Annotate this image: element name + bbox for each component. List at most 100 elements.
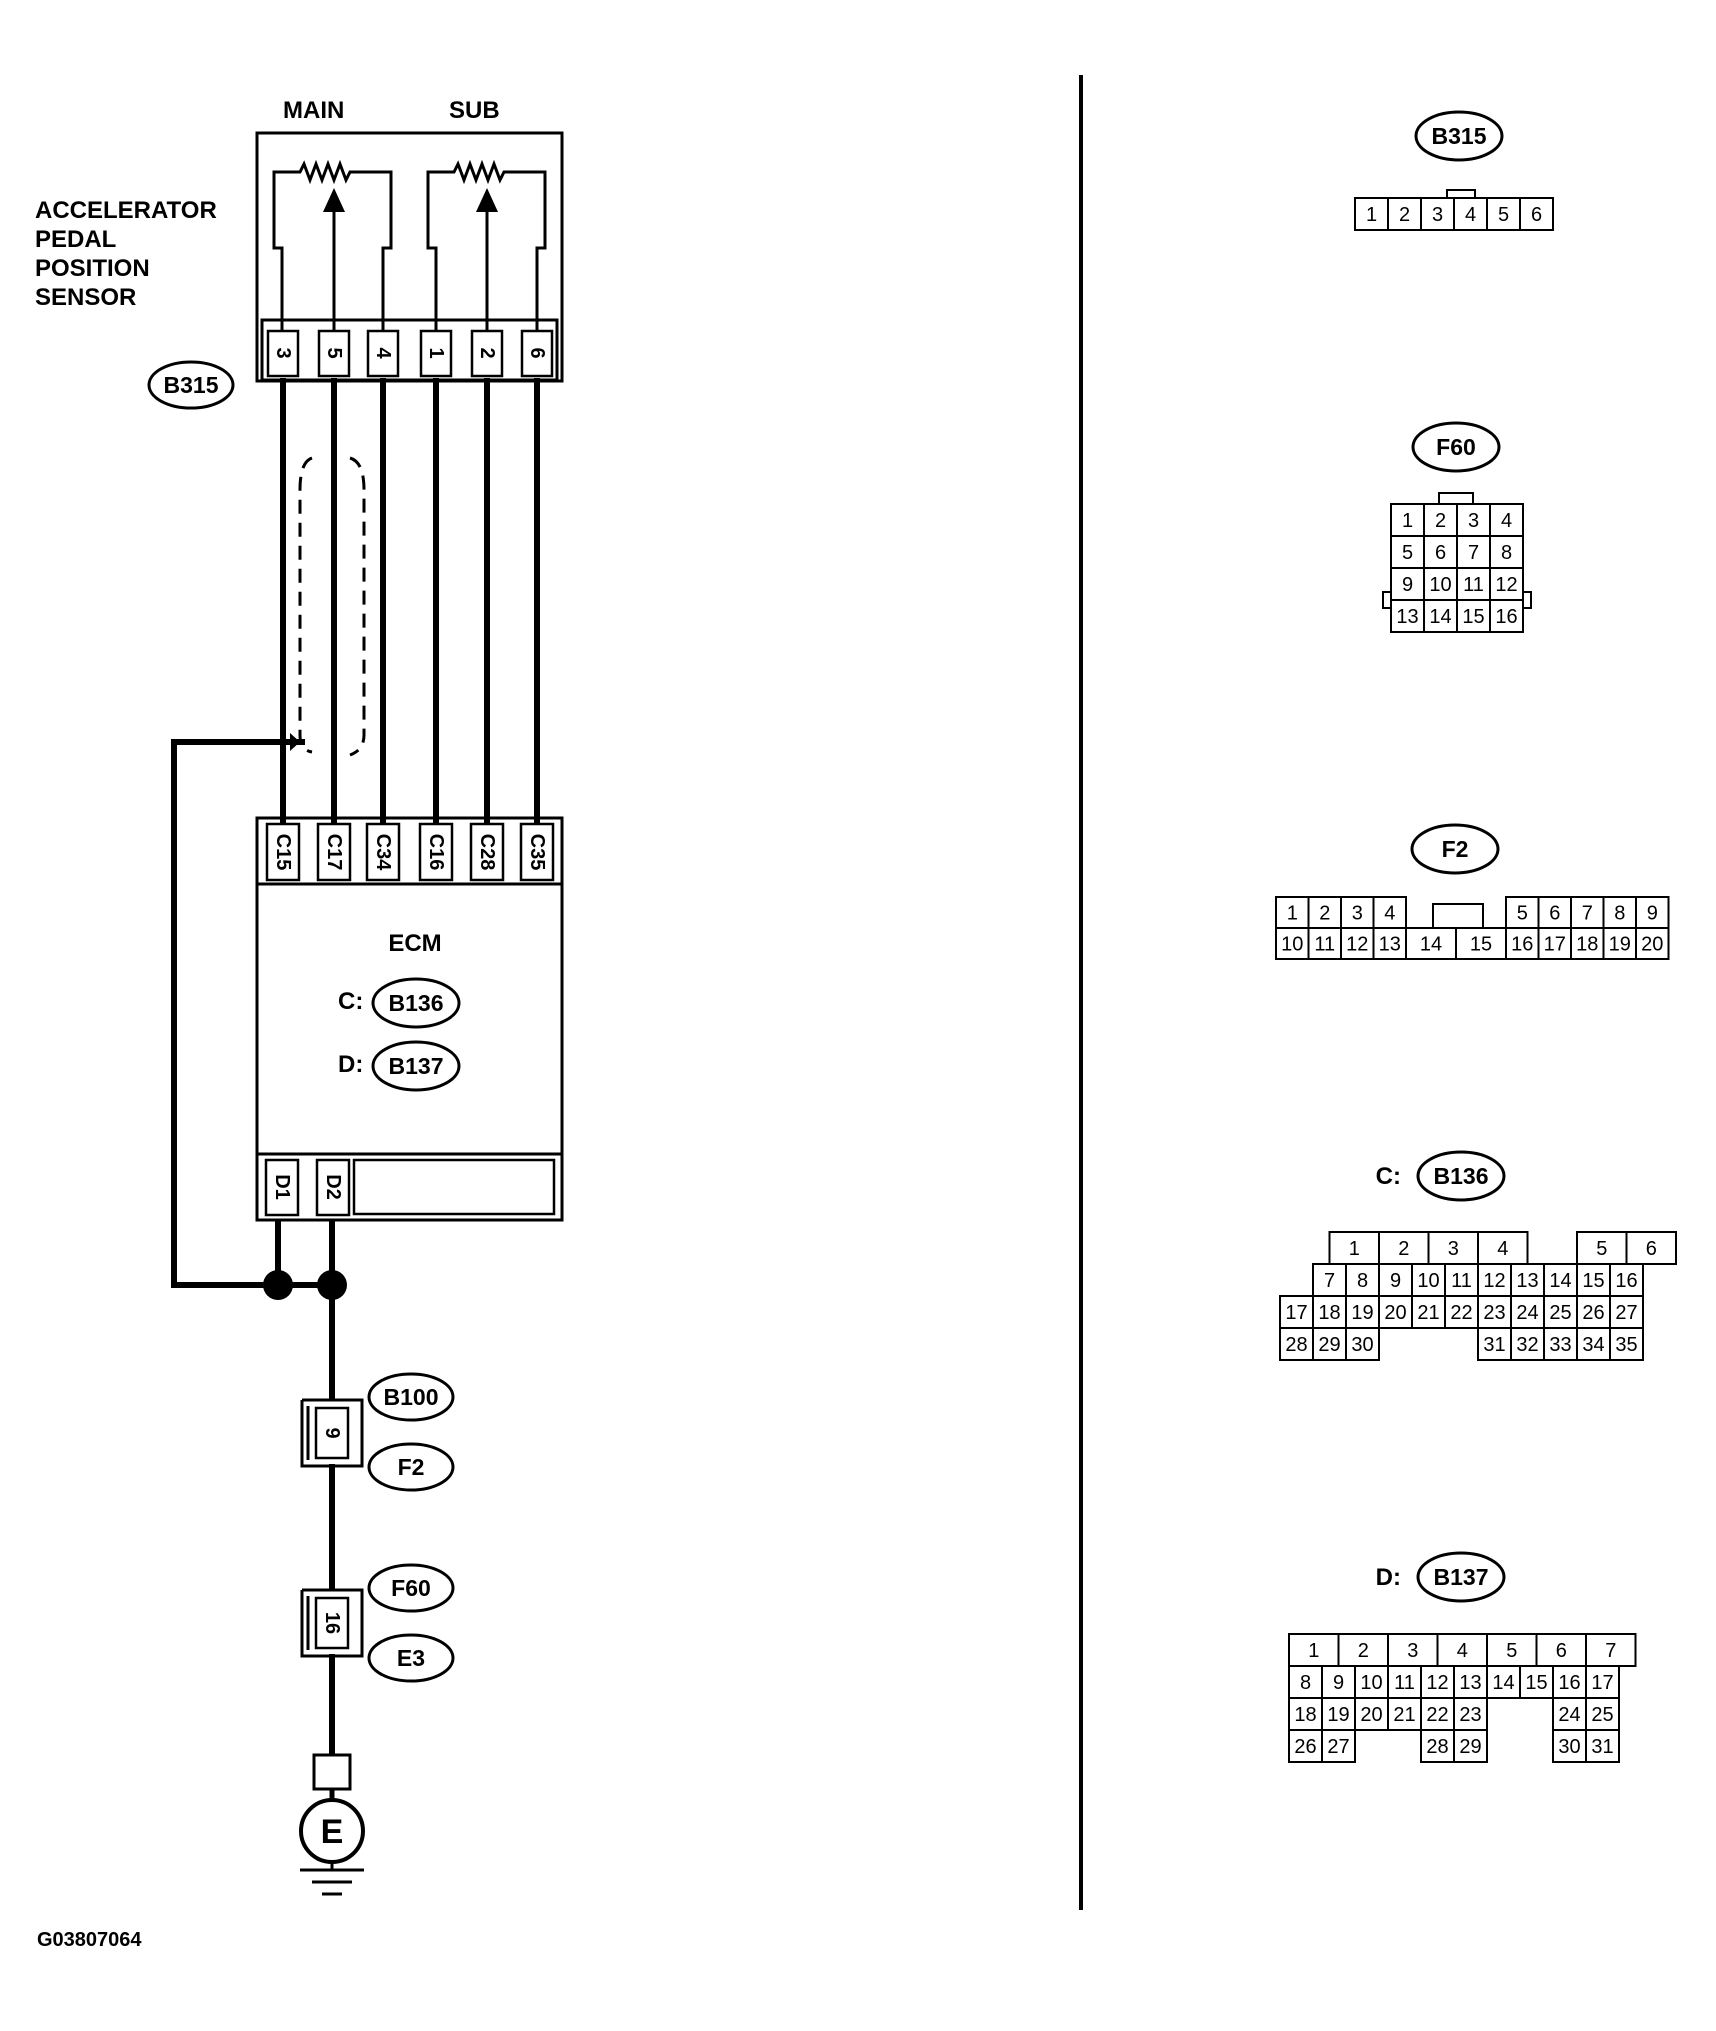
connector-cell	[1321, 1697, 1356, 1731]
connector-cell-label: 34	[1582, 1334, 1604, 1356]
connector-key	[1446, 189, 1476, 199]
connector-cell-label: 13	[1516, 1270, 1538, 1292]
connector-cell-label: 9	[1647, 903, 1658, 925]
connector-cell	[1609, 1327, 1644, 1361]
sensor-pin-strip	[260, 318, 559, 382]
connector-tag-text: F2	[1442, 836, 1469, 862]
connector-cell-label: 10	[1281, 934, 1303, 956]
connector-cell-label: 21	[1393, 1704, 1415, 1726]
connector-cell-label: 4	[1497, 1238, 1508, 1260]
connector-cell-label: 2	[1319, 903, 1330, 925]
connector-cell-label: 25	[1591, 1704, 1613, 1726]
connector-cell-label: 8	[1357, 1270, 1368, 1292]
connector-cell	[1378, 1263, 1413, 1297]
connector-cell-label: 16	[1495, 606, 1517, 628]
connector-cell	[1585, 1697, 1620, 1731]
connector-cell-label: 6	[1531, 204, 1542, 226]
ecm-pin-c16-box	[418, 822, 454, 882]
sub-wiper-arrow	[476, 188, 498, 212]
connector-cell	[1585, 1729, 1620, 1763]
connector-cell	[1510, 1327, 1545, 1361]
connector-cell-label: 16	[1558, 1672, 1580, 1694]
connector-cell-label: 11	[1394, 1672, 1415, 1694]
connector-cell	[1519, 197, 1554, 231]
connector-cell-label: 5	[1498, 204, 1509, 226]
sensor-name-line-1: ACCELERATOR	[35, 197, 217, 224]
connector-prefix: C:	[1376, 1163, 1401, 1190]
connector-cell-label: 18	[1294, 1704, 1316, 1726]
connector-cell-label: 6	[1556, 1640, 1567, 1662]
ecm-c-pin-label: C28	[476, 834, 498, 871]
connector-cell-label: 19	[1609, 934, 1631, 956]
connector-cell	[1489, 503, 1524, 537]
connector-cell-label: 7	[1324, 1270, 1335, 1292]
connector-cell-label: 23	[1483, 1302, 1505, 1324]
ecm-c-pin-label: C34	[372, 834, 394, 872]
junction-1-lower-tag	[367, 1442, 455, 1492]
ecm-pin-c15-box	[265, 822, 301, 882]
ecm-pin-c28-box	[469, 822, 505, 882]
connector-cell-label: 5	[1506, 1640, 1517, 1662]
connector-cell-label: 1	[1366, 204, 1377, 226]
connector-cell	[1288, 1697, 1323, 1731]
connector-cell-label: 29	[1459, 1736, 1481, 1758]
connector-cell-label: 1	[1308, 1640, 1319, 1662]
junction-2-upper-tag	[367, 1563, 455, 1613]
connector-cell-label: 1	[1349, 1238, 1360, 1260]
connector-cell-label: 22	[1450, 1302, 1472, 1324]
connector-cell-label: 9	[1390, 1270, 1401, 1292]
connector-cell-label: 18	[1576, 934, 1598, 956]
connector-tag	[1416, 1150, 1506, 1202]
connector-cell-label: 3	[1352, 903, 1363, 925]
connector-cell-label: 2	[1435, 510, 1446, 532]
connector-cell	[1609, 1263, 1644, 1297]
connector-cell-label: 32	[1516, 1334, 1538, 1356]
connector-cell-label: 13	[1459, 1672, 1481, 1694]
connector-cell-label: 29	[1318, 1334, 1340, 1356]
connector-cell	[1372, 896, 1407, 929]
connector-cell	[1477, 1263, 1512, 1297]
connector-cell-label: 7	[1582, 903, 1593, 925]
connector-cell	[1444, 1263, 1479, 1297]
connector-cell-label: 4	[1457, 1640, 1468, 1662]
label-sub: SUB	[449, 97, 500, 124]
ecm-connector-c	[255, 816, 564, 886]
sensor-connector-tag-text: B315	[164, 372, 219, 398]
connector-cell-label: 3	[1468, 510, 1479, 532]
main-potentiometer	[272, 159, 393, 330]
connector-cell-label: 35	[1615, 1334, 1637, 1356]
connector-cell-label: 16	[1511, 934, 1533, 956]
connector-cell-label: 2	[1399, 204, 1410, 226]
connector-cell-label: 5	[1402, 542, 1413, 564]
connector-cell	[1321, 1729, 1356, 1763]
sensor-pin-6-box	[520, 329, 554, 378]
connector-cell	[1635, 927, 1670, 960]
splice-point-d2	[317, 1270, 347, 1300]
connector-cell-label: 3	[1407, 1640, 1418, 1662]
junction-connector-2	[300, 1588, 364, 1658]
junction-2-pin-label: 16	[321, 1612, 343, 1634]
connector-key	[1432, 903, 1484, 929]
connector-key	[1438, 492, 1474, 505]
ecm-body	[255, 882, 564, 1156]
connector-cell-label: 19	[1327, 1704, 1349, 1726]
connector-cell-label: 20	[1360, 1704, 1382, 1726]
ecm-ref-c-prefix: C:	[338, 988, 363, 1015]
sensor-name-line-4: SENSOR	[35, 284, 136, 311]
connector-cell-label: 5	[1517, 903, 1528, 925]
figure-code: G03807064	[37, 1929, 142, 1951]
connector-cell-label: 4	[1501, 510, 1512, 532]
sensor-pin-label: 1	[425, 347, 447, 358]
connector-cell-label: 30	[1351, 1334, 1373, 1356]
ecm-ref-d-prefix: D:	[338, 1051, 363, 1078]
connector-cell	[1455, 927, 1507, 960]
connector-cell-label: 8	[1300, 1672, 1311, 1694]
label-main: MAIN	[283, 97, 344, 124]
ecm-ref-d-code: B137	[389, 1053, 444, 1079]
shield-drain-wire	[171, 739, 305, 1288]
connector-cell	[1625, 1231, 1677, 1265]
ecm-c-pin-label: C16	[425, 834, 447, 871]
